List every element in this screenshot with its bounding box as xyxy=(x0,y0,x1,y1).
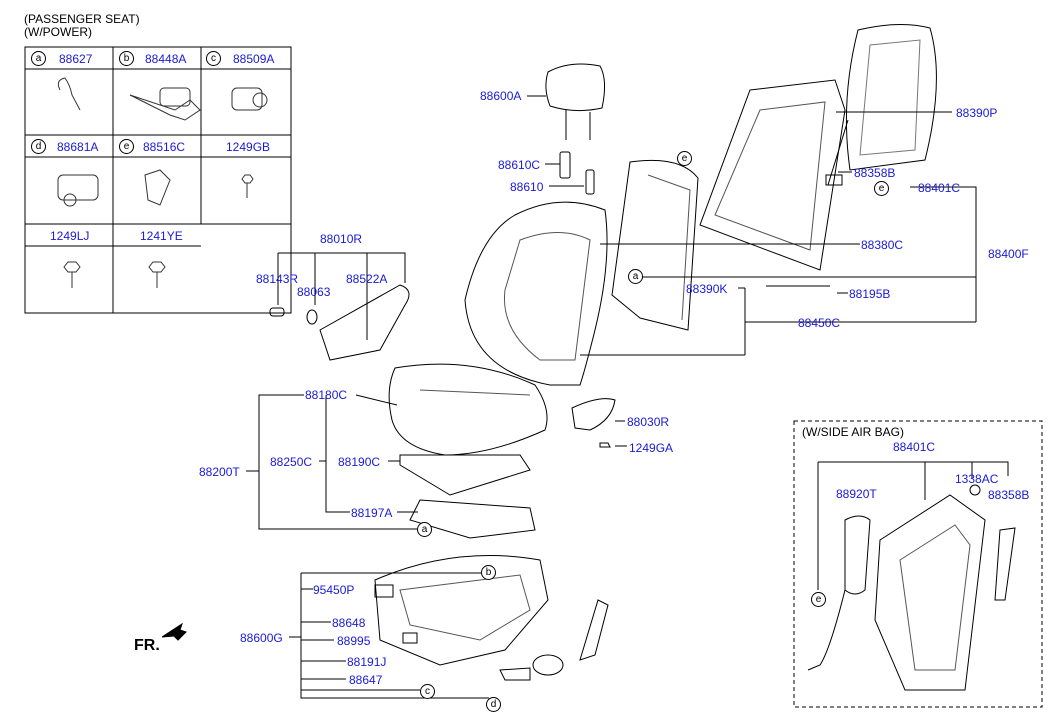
label-95450P: 95450P xyxy=(313,583,355,597)
legend-callout-a: a xyxy=(31,51,46,66)
legend-part-1249LJ: 1249LJ xyxy=(50,229,90,243)
label-88995: 88995 xyxy=(337,634,371,648)
front-marker: FR. xyxy=(134,637,160,654)
legend-callout-c: c xyxy=(206,51,221,66)
callout-c-track: c xyxy=(420,684,435,699)
airbag-label-88920T: 88920T xyxy=(836,487,877,501)
label-88600A: 88600A xyxy=(480,89,522,103)
label-88143R: 88143R xyxy=(256,272,299,286)
legend-part-88509A: 88509A xyxy=(233,52,275,66)
seat-track-sketch xyxy=(374,555,609,681)
label-88450C: 88450C xyxy=(798,316,841,330)
header-line-1: (PASSENGER SEAT) xyxy=(24,12,140,26)
back-cover-sketch xyxy=(611,159,699,331)
back-panel-sketch xyxy=(825,23,937,186)
label-88401C: 88401C xyxy=(918,181,961,195)
front-arrow xyxy=(161,622,187,641)
leader-lines xyxy=(246,95,977,699)
airbag-label-88358B: 88358B xyxy=(988,488,1030,502)
callout-a-cushion: a xyxy=(417,522,432,537)
callout-b-track: b xyxy=(481,565,496,580)
callout-d-track: d xyxy=(486,697,501,712)
label-88358B: 88358B xyxy=(854,166,896,180)
legend-part-sketches xyxy=(57,77,268,288)
airbag-box-title: (W/SIDE AIR BAG) xyxy=(802,425,905,439)
legend-table-grid xyxy=(24,46,292,314)
label-88195B: 88195B xyxy=(849,287,891,301)
back-frame-sketch xyxy=(699,79,846,271)
legend-callout-e: e xyxy=(119,139,134,154)
label-88200T: 88200T xyxy=(199,465,240,479)
label-88250C: 88250C xyxy=(270,455,313,469)
seat-back-sketch xyxy=(464,201,608,386)
label-88647: 88647 xyxy=(349,673,383,687)
airbag-label-88401C: 88401C xyxy=(893,440,936,454)
legend-part-88448A: 88448A xyxy=(145,52,187,66)
label-88180C: 88180C xyxy=(305,388,348,402)
legend-part-1241YE: 1241YE xyxy=(140,229,183,243)
label-88390K: 88390K xyxy=(686,282,728,296)
label-88191J: 88191J xyxy=(347,655,387,669)
legend-part-88627: 88627 xyxy=(59,52,93,66)
airbag-callout-e: e xyxy=(811,592,826,607)
side-shield-sketch xyxy=(269,284,410,361)
label-88522A: 88522A xyxy=(346,272,388,286)
legend-part-1249GB: 1249GB xyxy=(226,140,271,154)
airbag-box-frame xyxy=(793,420,1043,708)
legend-part-88681A: 88681A xyxy=(57,140,99,154)
label-88600G: 88600G xyxy=(240,631,283,645)
seat-cushion-sketch xyxy=(388,363,548,539)
airbag-label-1338AC: 1338AC xyxy=(955,472,999,486)
header-line-2: (W/POWER) xyxy=(24,25,92,39)
legend-part-88516C: 88516C xyxy=(143,140,186,154)
label-88400F: 88400F xyxy=(988,247,1029,261)
callout-e-frame: e xyxy=(874,181,889,196)
label-88648: 88648 xyxy=(332,616,366,630)
callout-e-back: e xyxy=(677,151,692,166)
label-88190C: 88190C xyxy=(338,455,381,469)
side-cover-sketch xyxy=(571,398,616,448)
label-88610: 88610 xyxy=(510,180,544,194)
label-1249GA: 1249GA xyxy=(629,441,674,455)
headrest-sketch xyxy=(545,63,606,195)
label-88390P: 88390P xyxy=(956,106,998,120)
legend-callout-d: d xyxy=(31,139,46,154)
callout-a-back: a xyxy=(628,269,643,284)
label-88380C: 88380C xyxy=(861,238,904,252)
label-88610C: 88610C xyxy=(498,158,541,172)
label-88030R: 88030R xyxy=(627,415,670,429)
legend-callout-b: b xyxy=(119,51,134,66)
label-88197A: 88197A xyxy=(351,506,393,520)
label-88010R: 88010R xyxy=(320,232,363,246)
label-88063: 88063 xyxy=(297,285,331,299)
